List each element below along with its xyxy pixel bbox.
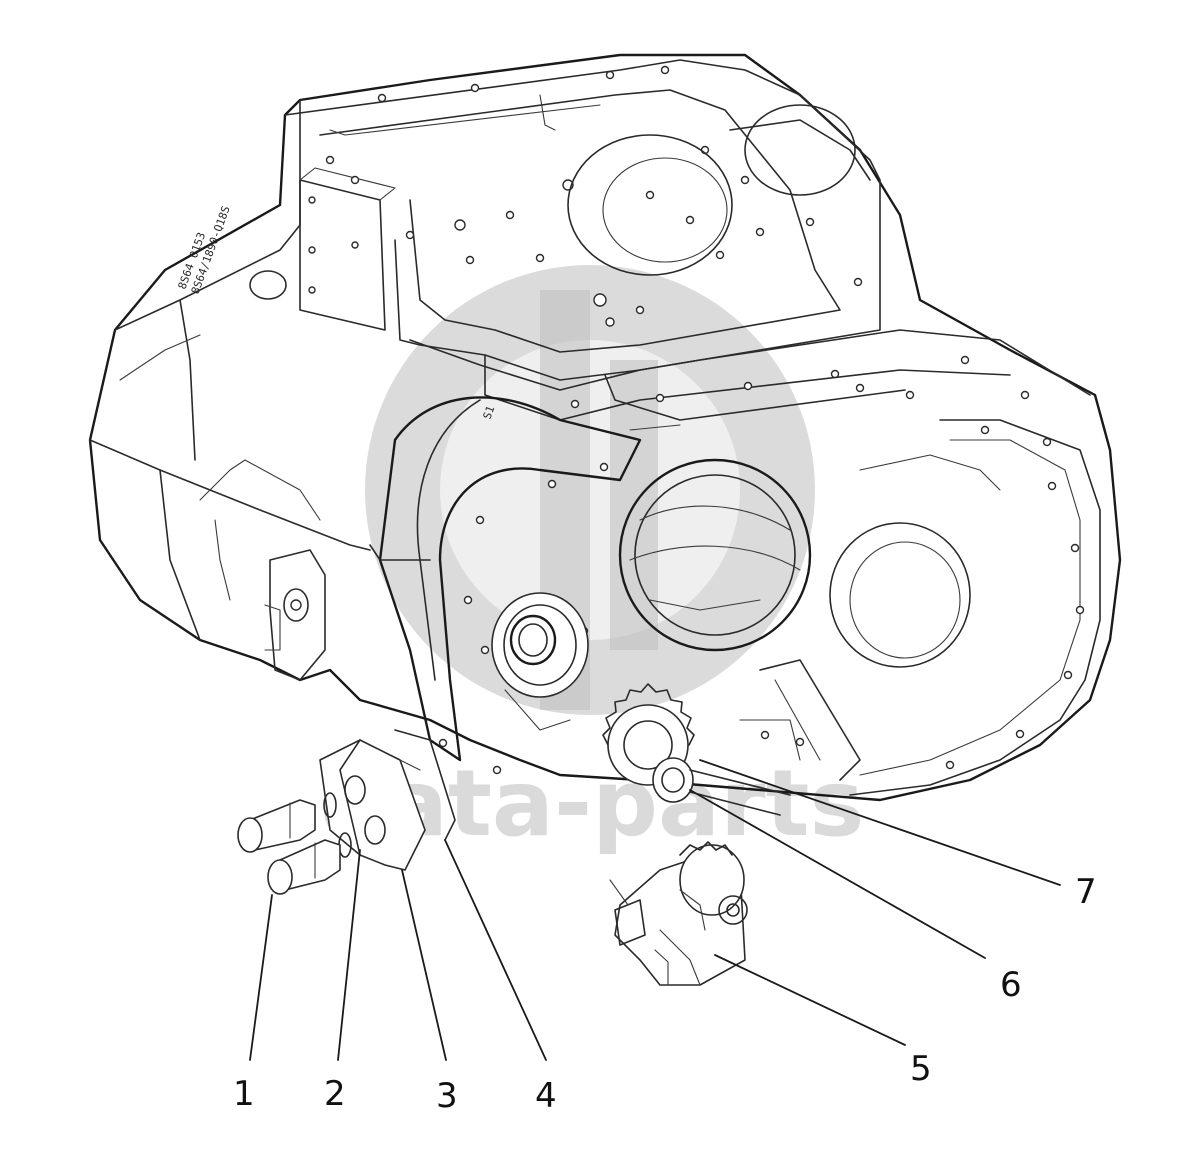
leader-4 — [444, 839, 547, 1061]
callouts: 1 2 3 4 5 6 7 — [233, 872, 1097, 1116]
mid-frame — [409, 329, 1091, 396]
right-bearing-bore — [829, 522, 971, 668]
casting-mark-group: 8S64 0153 8S64/1890-Q18S — [176, 204, 233, 296]
upper-bearing-bore — [567, 134, 733, 276]
callout-7: 7 — [1075, 872, 1097, 912]
main-bearing-bore — [618, 458, 812, 652]
front-flange — [378, 396, 642, 762]
leader-6 — [689, 789, 986, 959]
callout-4: 4 — [535, 1076, 557, 1116]
left-lug — [269, 549, 326, 681]
callout-5: 5 — [910, 1049, 932, 1089]
leader-5 — [714, 954, 906, 1046]
callout-1: 1 — [233, 1074, 255, 1114]
part-3-flange-block — [319, 739, 426, 871]
leader-7 — [699, 759, 1061, 886]
part-1-plugs — [237, 799, 341, 895]
shaft-seal — [491, 592, 589, 731]
left-mounting-plate — [299, 179, 386, 331]
leader-lines — [249, 759, 1061, 1061]
part-4-gasket — [394, 729, 456, 841]
leader-3 — [401, 869, 447, 1061]
watermark-logo — [365, 265, 815, 715]
leader-2 — [337, 849, 361, 1061]
right-flange — [849, 419, 1101, 796]
callout-2: 2 — [324, 1074, 346, 1114]
top-frame-inner — [319, 89, 841, 353]
part-6-shaft — [652, 757, 791, 816]
callout-6: 6 — [1000, 965, 1022, 1005]
casting-mark-3: S1 — [481, 404, 498, 421]
part-5-pump — [614, 841, 748, 986]
callout-3: 3 — [436, 1076, 458, 1116]
oval-boss — [249, 270, 287, 300]
leader-1 — [249, 894, 273, 1061]
housing-outline — [88, 53, 1122, 802]
